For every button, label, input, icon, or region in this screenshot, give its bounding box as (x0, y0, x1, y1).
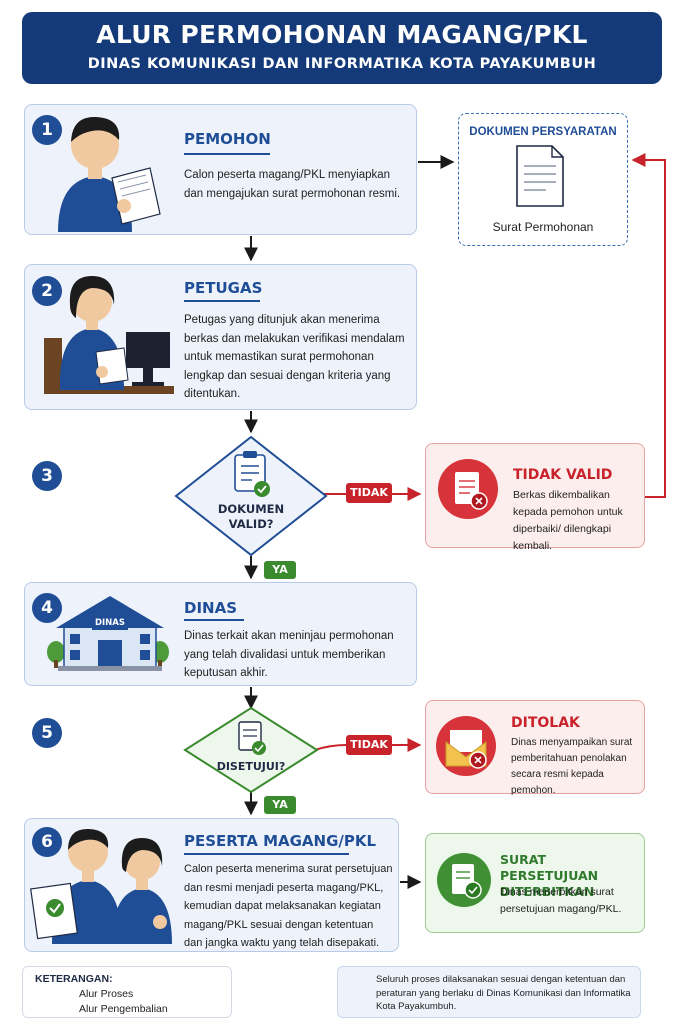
invalid-doc-icon (438, 459, 498, 519)
document-box-label: Surat Permohonan (492, 220, 594, 234)
step-2-underline (184, 300, 260, 302)
step-4-number: 4 (32, 593, 62, 623)
officer-person-icon (44, 276, 174, 394)
step-6-text: Calon peserta menerima surat persetujuan… (184, 863, 393, 949)
step-1-title: PEMOHON (184, 130, 271, 148)
tidak-tag-2: TIDAK (346, 735, 392, 755)
step-1-number: 1 (32, 115, 62, 145)
info-note-text: Seluruh proses dilaksanakan sesuai denga… (376, 974, 631, 1012)
approval-doc-icon (238, 721, 266, 755)
document-icon (516, 145, 564, 207)
legend-box: KETERANGAN: Alur Proses Alur Pengembalia… (22, 966, 232, 1018)
legend-item-return: Alur Pengembalian (79, 1003, 168, 1015)
arrow-to-rejected (314, 745, 420, 750)
government-building-icon (47, 596, 169, 671)
return-arrow (631, 153, 666, 498)
step-4-text: Dinas terkait akan meninjau permohonan y… (184, 630, 394, 679)
approved-doc-icon (437, 853, 491, 907)
step-3-number: 3 (32, 461, 62, 491)
decision-diamond-valid (174, 435, 328, 557)
step-6-title: PESERTA MAGANG/PKL (184, 832, 377, 850)
page-subtitle: DINAS KOMUNIKASI DAN INFORMATIKA KOTA PA… (87, 56, 597, 72)
rejected-title: DITOLAK (511, 715, 580, 731)
rejected-text: Dinas menyampaikan surat pemberitahuan p… (511, 737, 633, 796)
rejected-envelope-icon (436, 716, 496, 776)
tidak-tag-1: TIDAK (346, 483, 392, 503)
step-2-text: Petugas yang ditunjuk akan menerima berk… (184, 314, 405, 400)
clipboard-icon (234, 451, 270, 497)
decision-valid-label: DOKUMEN VALID? (217, 502, 285, 531)
approved-text: Dinas menerbitkan surat persetujuan maga… (500, 886, 622, 915)
step-2-title: PETUGAS (184, 279, 263, 297)
document-box-title: DOKUMEN PERSYARATAN (469, 126, 617, 138)
step-5-number: 5 (32, 718, 62, 748)
step-4-underline (184, 619, 244, 621)
approved-title: SURAT PERSETUJUAN DITERBITKAN (500, 852, 599, 899)
page-title: ALUR PERMOHONAN MAGANG/PKL (96, 20, 588, 49)
info-note-box: Seluruh proses dilaksanakan sesuai denga… (337, 966, 641, 1018)
decision-approved-label: DISETUJUI? (216, 760, 286, 773)
step-6-underline (184, 853, 349, 855)
header-banner: ALUR PERMOHONAN MAGANG/PKL DINAS KOMUNIK… (22, 12, 662, 84)
step-1-underline (184, 153, 270, 155)
invalid-text: Berkas dikembalikan kepada pemohon untuk… (513, 489, 623, 552)
intern-persons-icon (30, 828, 172, 944)
ya-tag-2: YA (264, 796, 296, 814)
invalid-title: TIDAK VALID (513, 467, 613, 483)
step-1-text: Calon peserta magang/PKL menyiapkan dan … (184, 169, 401, 200)
ya-tag-1: YA (264, 561, 296, 579)
applicant-person-icon (58, 116, 161, 232)
step-4-title: DINAS (184, 599, 237, 617)
step-2-number: 2 (32, 276, 62, 306)
legend-title: KETERANGAN: (35, 973, 113, 985)
building-sign-label: DINAS (94, 618, 126, 628)
legend-item-process: Alur Proses (79, 988, 134, 1000)
step-6-number: 6 (32, 827, 62, 857)
